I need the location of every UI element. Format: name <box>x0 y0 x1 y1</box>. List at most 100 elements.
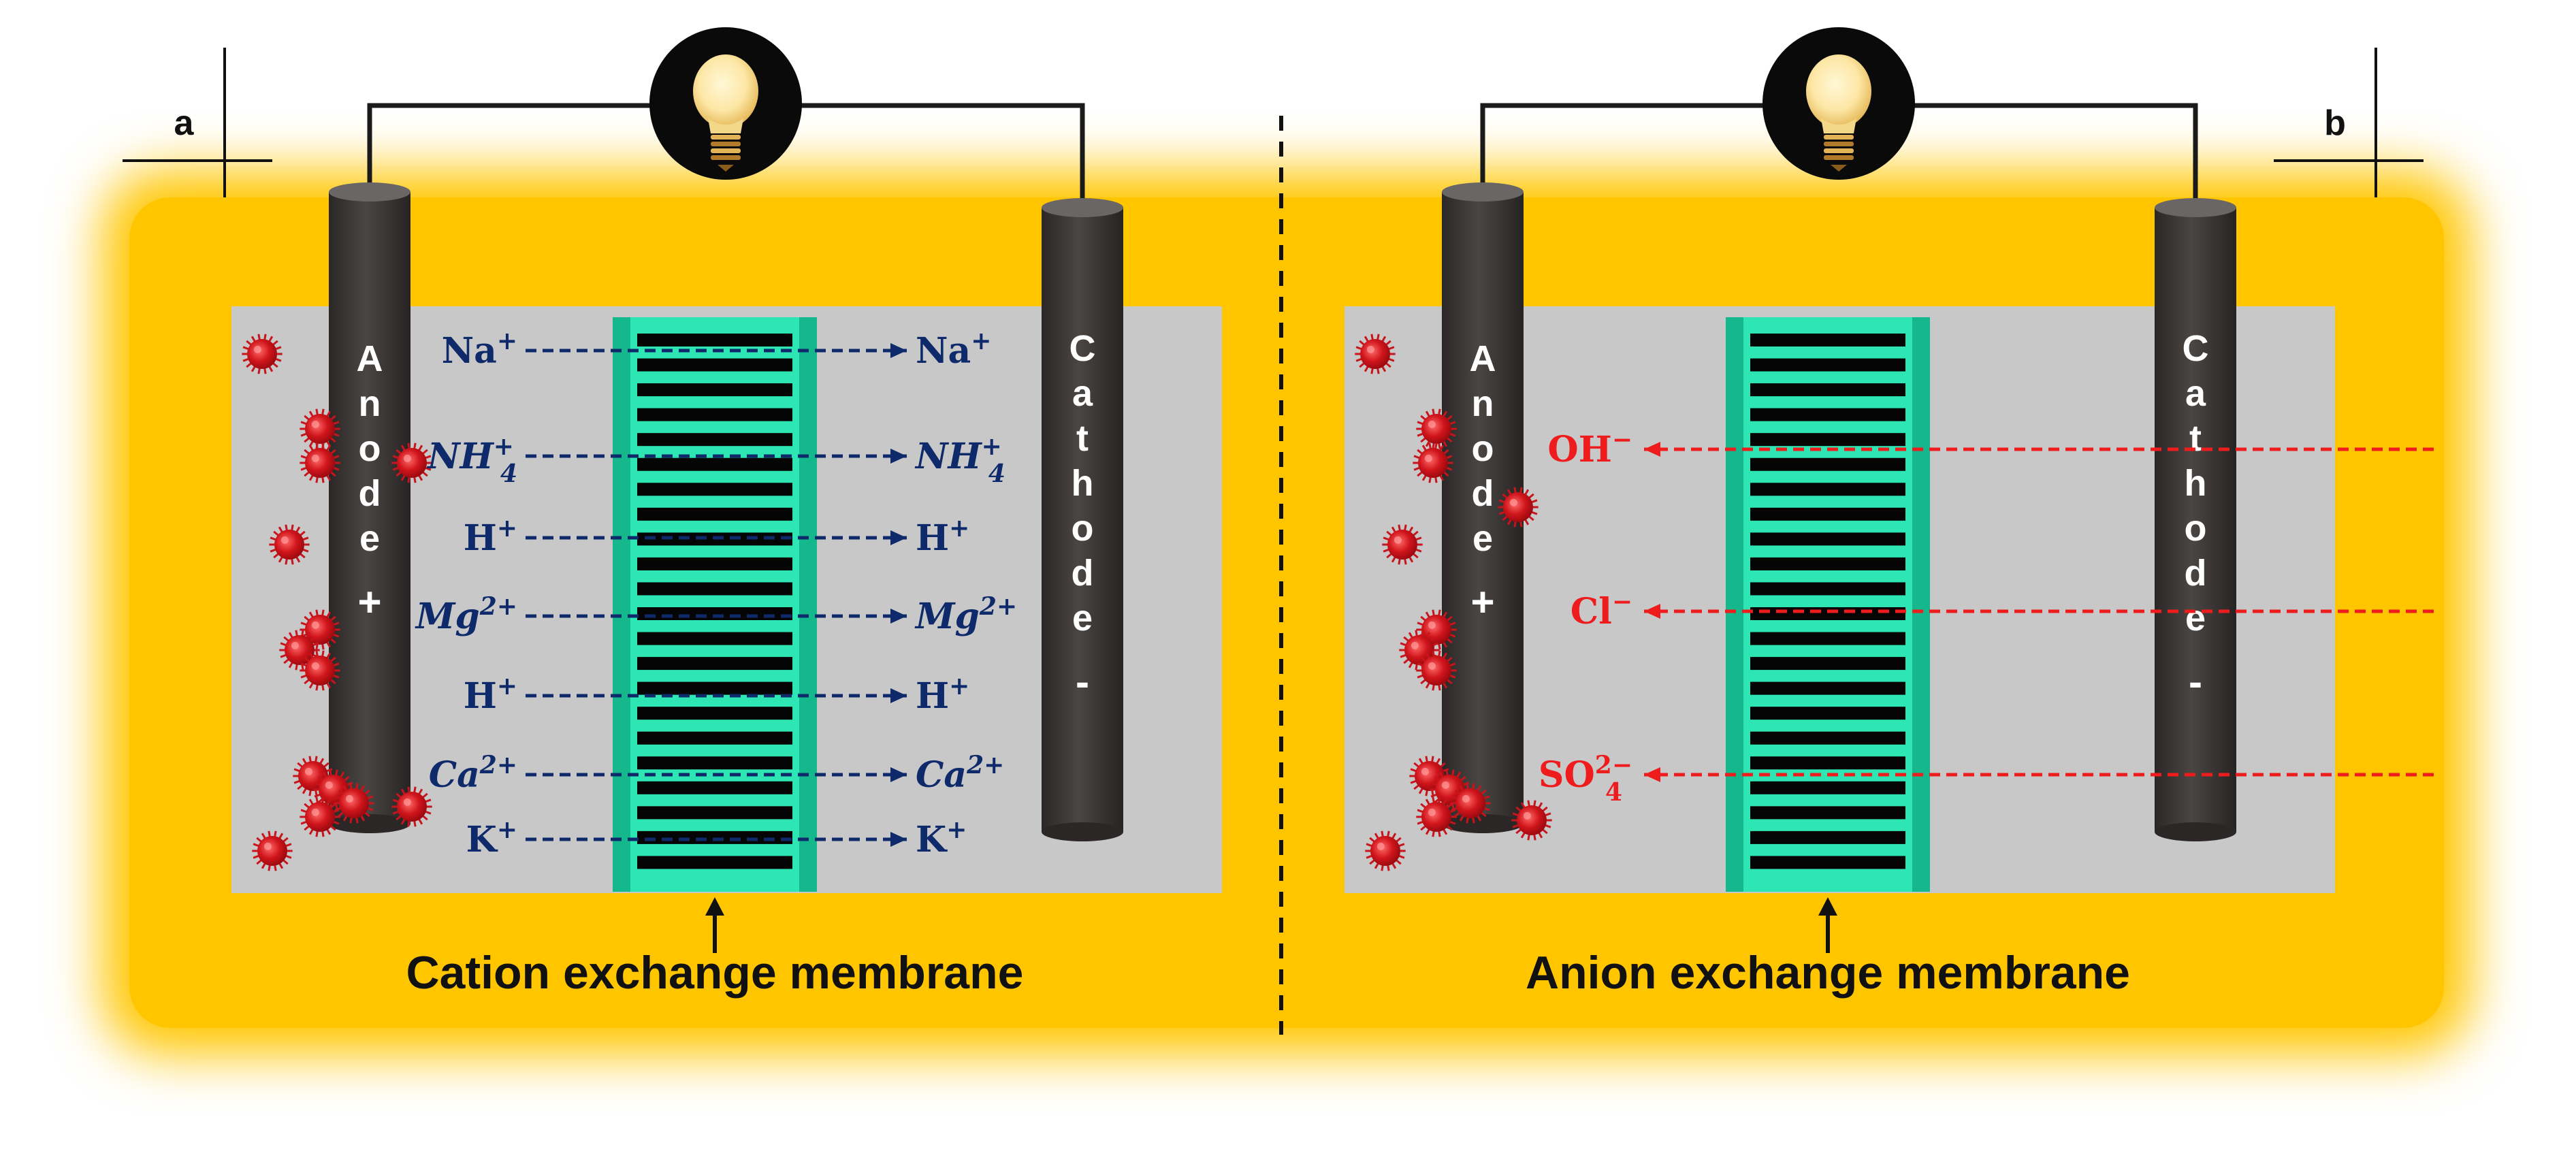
exchange-membrane-stripe <box>637 383 792 397</box>
microbe-icon <box>1416 609 1457 650</box>
ion-label: NH+4 <box>914 432 1005 488</box>
cathode-label-letter: d <box>2185 553 2207 594</box>
anode-label-letter: A <box>357 338 383 379</box>
ion-label: Na+ <box>916 327 991 372</box>
microbe-icon <box>252 830 293 871</box>
exchange-membrane-stripe <box>1750 707 1905 720</box>
ion-transport-arrow-head <box>890 609 907 624</box>
exchange-membrane-stripe <box>1750 607 1905 621</box>
exchange-membrane-stripe <box>1750 383 1905 397</box>
exchange-membrane-stripe <box>1750 483 1905 496</box>
ion-transport-arrow-head <box>1644 604 1660 619</box>
ion-label: SO2−4 <box>1539 751 1632 807</box>
ion-label: Mg2+ <box>914 592 1017 637</box>
cathode-label-letter: e <box>1072 598 1093 639</box>
ion-label: Ca2+ <box>429 751 517 796</box>
exchange-membrane-stripe <box>637 756 792 770</box>
exchange-membrane-stripe <box>637 557 792 570</box>
anode-label-letter: A <box>1470 338 1496 379</box>
exchange-membrane-stripe <box>637 582 792 596</box>
ion-label: Cl− <box>1571 587 1632 632</box>
ion-label: Ca2+ <box>916 751 1004 796</box>
cathode-electrode-bottom <box>1042 822 1123 841</box>
microbe-icon <box>1416 408 1457 449</box>
exchange-membrane-stripe <box>637 657 792 671</box>
cathode-label-letter: d <box>1072 553 1094 594</box>
bulb-base <box>1824 142 1854 146</box>
microbe-icon <box>1365 830 1406 871</box>
cathode-label-letter: o <box>1072 508 1094 549</box>
microbe-icon <box>391 786 432 827</box>
anode-label-letter: n <box>359 383 381 424</box>
exchange-membrane-edge-left <box>613 317 630 892</box>
microbe-icon <box>300 609 340 650</box>
cathode-electrode-top <box>1042 198 1123 217</box>
microbe-icon <box>334 783 374 824</box>
bulb-tip <box>718 165 734 172</box>
exchange-membrane-stripe <box>1750 457 1905 471</box>
ion-label: OH− <box>1547 425 1632 470</box>
exchange-membrane-stripe <box>1750 557 1905 570</box>
anode-label-sign: + <box>1470 579 1494 625</box>
exchange-membrane <box>613 317 817 892</box>
exchange-membrane-stripe <box>637 681 792 695</box>
ion-transport-arrow-head <box>890 832 907 847</box>
ion-transport-arrow-head <box>890 688 907 703</box>
microbe-icon <box>300 796 340 837</box>
ion-transport-arrow-head <box>1644 767 1660 782</box>
ion-label: H+ <box>916 672 969 717</box>
exchange-membrane-stripe <box>637 607 792 621</box>
exchange-membrane-stripe <box>1750 358 1905 372</box>
ion-label: NH+4 <box>426 432 517 488</box>
microbe-icon <box>391 442 432 483</box>
bulb-base <box>711 155 741 160</box>
membrane-pointer-head <box>1818 897 1837 916</box>
ion-label: K+ <box>916 816 967 860</box>
ion-label: H+ <box>916 514 969 559</box>
anode-electrode-top <box>1442 182 1524 201</box>
exchange-membrane-stripe <box>1750 856 1905 869</box>
anode-label-letter: e <box>1472 518 1493 559</box>
bulb-base <box>1824 148 1854 153</box>
cathode-electrode <box>1042 208 1123 832</box>
exchange-membrane-stripe <box>1750 681 1905 695</box>
exchange-membrane-stripe <box>637 483 792 496</box>
ion-transport-arrow-head <box>1644 442 1660 457</box>
exchange-membrane-stripe <box>1750 507 1905 521</box>
microbe-icon <box>269 524 310 565</box>
ion-label: Na+ <box>442 327 517 372</box>
cathode-label-letter: a <box>2185 373 2206 414</box>
exchange-membrane-stripe <box>637 334 792 347</box>
microbe-icon <box>1511 800 1552 841</box>
cathode-electrode-bottom <box>2155 822 2236 841</box>
cathode-label-letter: h <box>2185 463 2207 504</box>
exchange-membrane-stripe <box>1750 830 1905 844</box>
anode-label-sign: + <box>357 579 381 625</box>
exchange-membrane-stripe <box>1750 657 1905 671</box>
bulb-neck <box>1821 118 1856 133</box>
exchange-membrane-stripe <box>1750 756 1905 770</box>
panel-b: bAnode+Cathode-OH−OH−Cl−Cl−SO2−4SO2−4Ani… <box>1345 27 2434 999</box>
cathode-label-letter: a <box>1072 373 1093 414</box>
cathode-electrode <box>2155 208 2236 832</box>
ion-transport-arrow-head <box>890 343 907 358</box>
ion-label: H+ <box>464 672 517 717</box>
membrane-label: Anion exchange membrane <box>1526 947 2130 999</box>
exchange-membrane-stripe <box>1750 582 1905 596</box>
ion-transport-arrow-head <box>890 767 907 782</box>
exchange-membrane-stripe <box>1750 731 1905 745</box>
exchange-membrane-stripe <box>637 507 792 521</box>
cathode-label-letter: o <box>2185 508 2207 549</box>
exchange-membrane-stripe <box>1750 408 1905 421</box>
cathode-label-sign: - <box>2189 659 2202 705</box>
microbe-icon <box>1382 524 1423 565</box>
microbe-icon <box>300 442 340 483</box>
anode-electrode-bottom <box>329 814 410 833</box>
exchange-membrane-edge-left <box>1726 317 1743 892</box>
exchange-membrane-stripe <box>1750 433 1905 447</box>
exchange-membrane-stripe <box>1750 781 1905 794</box>
anode-electrode <box>329 192 410 824</box>
microbe-icon <box>1498 487 1539 528</box>
bulb-base <box>1824 155 1854 160</box>
